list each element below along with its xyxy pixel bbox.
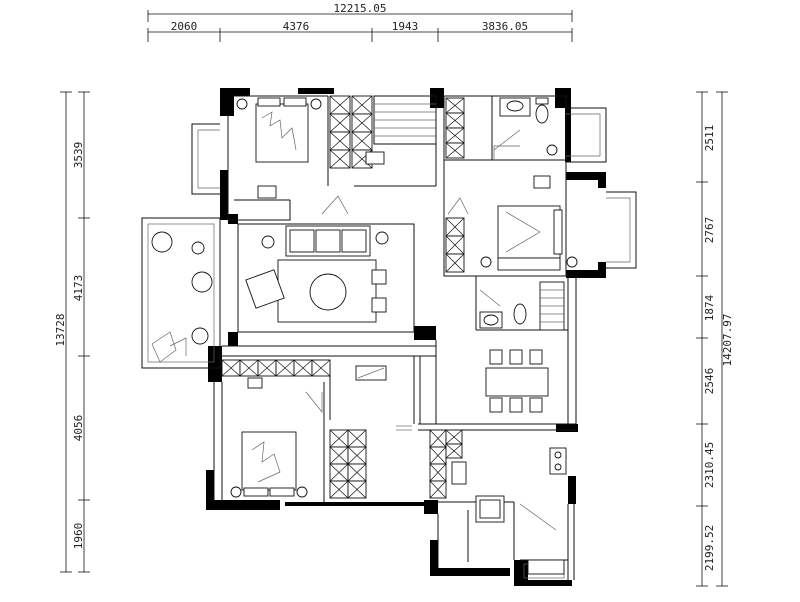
right-dimension-chain: 2511 2767 1874 2546 2310.45 2199.52 1420… (696, 91, 734, 587)
right-dimension-5: 2310.45 (703, 442, 716, 488)
wardrobe-unit (311, 359, 331, 377)
wardrobe-unit (445, 97, 465, 114)
wardrobe-unit (293, 359, 313, 377)
right-total-dimension: 14207.97 (721, 314, 734, 367)
bathroom-top (493, 97, 558, 156)
wardrobe-unit (257, 359, 277, 377)
left-dimension-4: 1960 (72, 523, 85, 550)
wardrobe-unit (429, 480, 447, 499)
wardrobe-unit (239, 359, 259, 377)
wardrobe-unit (429, 429, 447, 448)
wardrobe-unit (445, 217, 465, 237)
wardrobe-unit (329, 480, 349, 499)
top-total-dimension: 12215.05 (334, 2, 387, 15)
wardrobe-unit (347, 429, 367, 448)
wardrobe-unit (445, 253, 465, 273)
wardrobe-unit (347, 480, 367, 499)
bathroom-middle (479, 281, 565, 331)
desk-top (365, 151, 385, 165)
wardrobe-unit (329, 463, 349, 482)
wardrobe-unit (351, 131, 373, 151)
wardrobe-unit (329, 113, 351, 133)
wardrobe-unit (429, 446, 447, 465)
wardrobe-unit (445, 112, 465, 129)
dining-set (485, 349, 549, 413)
bed-master (480, 175, 578, 271)
bed-top-left (236, 97, 322, 199)
walls (206, 88, 606, 586)
left-dimension-3: 4056 (72, 415, 85, 442)
wardrobe-unit (221, 359, 241, 377)
top-dimension-3: 1943 (392, 20, 419, 33)
right-dimension-1: 2511 (703, 125, 716, 152)
right-dimension-6: 2199.52 (703, 525, 716, 571)
top-dimension-2: 4376 (283, 20, 310, 33)
wardrobe-unit (445, 127, 465, 144)
top-dimension-chain: 12215.05 2060 4376 1943 3836.05 (147, 2, 573, 42)
right-dimension-4: 2546 (703, 368, 716, 395)
top-dimension-1: 2060 (171, 20, 198, 33)
wardrobe-unit (347, 446, 367, 465)
top-dimension-4: 3836.05 (482, 20, 528, 33)
terrace-furniture (151, 231, 213, 363)
left-dimension-2: 4173 (72, 275, 85, 302)
wardrobe-unit (445, 235, 465, 255)
wardrobe-unit (329, 95, 351, 115)
wardrobe-unit (329, 149, 351, 169)
right-dimension-2: 2767 (703, 217, 716, 244)
wardrobe-unit (429, 463, 447, 482)
wardrobe-unit (329, 446, 349, 465)
wardrobe-unit (275, 359, 295, 377)
left-total-dimension: 13728 (54, 313, 67, 346)
furniture (151, 97, 578, 575)
wardrobe-unit (351, 113, 373, 133)
wardrobe-unit (347, 463, 367, 482)
wardrobe-unit (329, 429, 349, 448)
living-room-set (245, 225, 389, 323)
wardrobe-unit (351, 95, 373, 115)
bed-lower-left (230, 377, 308, 498)
wardrobe-unit (445, 142, 465, 159)
kitchen-fixtures (451, 447, 567, 575)
wardrobes (221, 95, 465, 499)
wardrobe-unit (445, 443, 463, 459)
left-dimension-chain: 13728 3539 4173 4056 1960 (54, 91, 90, 573)
left-dimension-1: 3539 (72, 142, 85, 169)
wardrobe-unit (445, 429, 463, 445)
door-swings (305, 145, 520, 431)
wardrobe-unit (329, 131, 351, 151)
right-dimension-3: 1874 (703, 294, 716, 321)
